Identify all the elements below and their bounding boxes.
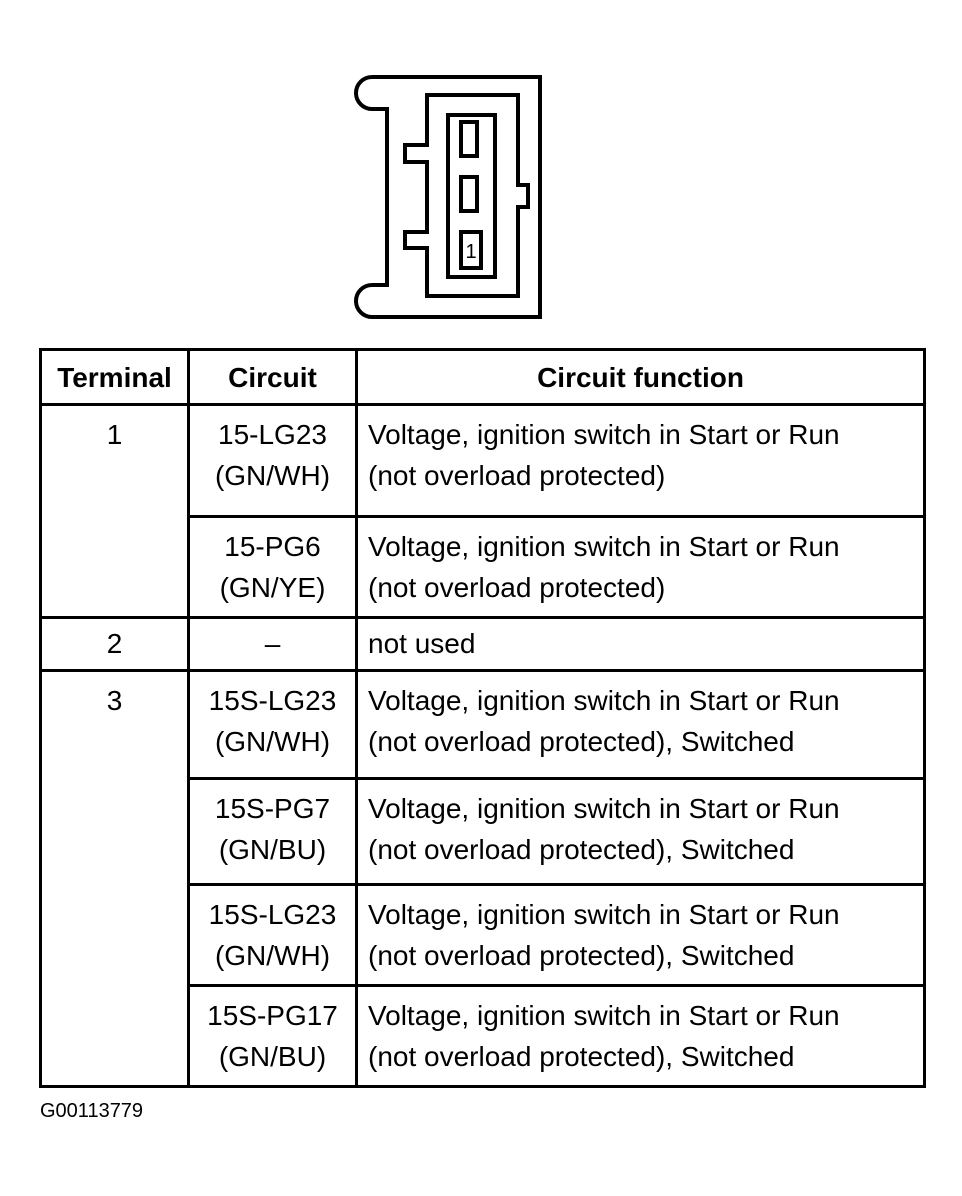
circuit-cell: 15S-PG17 (GN/BU) (187, 984, 358, 1088)
circuit-code: 15-LG23 (218, 419, 327, 450)
connector-inner-cavity (403, 93, 530, 298)
circuit-color: (GN/YE) (219, 572, 326, 603)
circuit-color: (GN/WH) (214, 940, 331, 971)
function-line: (not overload protected), Switched (368, 940, 795, 971)
function-line: Voltage, ignition switch in Start or Run (368, 793, 840, 824)
function-line: not used (368, 628, 476, 659)
table-row: 2 – not used (39, 616, 926, 672)
circuit-color: (GN/WH) (214, 460, 331, 491)
connector-diagram: 1 (354, 75, 542, 319)
function-cell: Voltage, ignition switch in Start or Run… (355, 777, 926, 886)
figure-id: G00113779 (40, 1100, 144, 1122)
function-cell: Voltage, ignition switch in Start or Run… (355, 669, 926, 780)
pin-2-cavity (459, 175, 479, 213)
circuit-color: (GN/BU) (218, 834, 327, 865)
header-circuit: Circuit (187, 348, 358, 406)
circuit-cell: 15S-LG23 (GN/WH) (187, 883, 358, 987)
circuit-cell: – (187, 616, 358, 672)
header-terminal: Terminal (39, 348, 190, 406)
function-cell: Voltage, ignition switch in Start or Run… (355, 515, 926, 619)
function-line: Voltage, ignition switch in Start or Run (368, 419, 840, 450)
circuit-code: 15S-LG23 (208, 899, 337, 930)
table-row: 1 15-LG23 (GN/WH) Voltage, ignition swit… (39, 403, 926, 619)
circuit-cell: 15S-PG7 (GN/BU) (187, 777, 358, 886)
circuit-code: 15S-PG17 (207, 1000, 338, 1031)
table-row: 3 15S-LG23 (GN/WH) Voltage, ignition swi… (39, 669, 926, 1088)
pin-carrier (446, 113, 497, 279)
pin-1-label: 1 (465, 241, 476, 263)
function-cell: Voltage, ignition switch in Start or Run… (355, 984, 926, 1088)
circuit-code: – (264, 628, 281, 659)
function-line: Voltage, ignition switch in Start or Run (368, 531, 840, 562)
terminal-cell: 3 (39, 669, 190, 1088)
table-row: 15S-LG23 (GN/WH) Voltage, ignition switc… (41, 883, 926, 987)
function-cell: not used (355, 616, 926, 672)
circuit-cell: 15-LG23 (GN/WH) (187, 403, 358, 518)
function-line: (not overload protected) (368, 572, 666, 603)
table-header-row: Terminal Circuit Circuit function (39, 348, 926, 406)
function-line: (not overload protected) (368, 460, 666, 491)
function-line: (not overload protected), Switched (368, 1041, 795, 1072)
function-cell: Voltage, ignition switch in Start or Run… (355, 883, 926, 987)
circuit-cell: 15S-LG23 (GN/WH) (187, 669, 358, 780)
function-line: Voltage, ignition switch in Start or Run (368, 1000, 840, 1031)
terminal-cell: 2 (39, 616, 190, 672)
pin-3-cavity (459, 120, 479, 158)
function-line: (not overload protected), Switched (368, 726, 795, 757)
table-row: 15-PG6 (GN/YE) Voltage, ignition switch … (41, 515, 926, 619)
table-row: 15S-PG7 (GN/BU) Voltage, ignition switch… (41, 777, 926, 886)
function-line: Voltage, ignition switch in Start or Run (368, 685, 840, 716)
pin-1-cavity (459, 230, 483, 270)
circuit-cell: 15-PG6 (GN/YE) (187, 515, 358, 619)
circuit-color: (GN/BU) (218, 1041, 327, 1072)
circuit-code: 15S-LG23 (208, 685, 337, 716)
terminal-cell: 1 (39, 403, 190, 619)
function-cell: Voltage, ignition switch in Start or Run… (355, 403, 926, 518)
function-line: (not overload protected), Switched (368, 834, 795, 865)
connector-housing-outline (354, 75, 542, 319)
circuit-code: 15-PG6 (224, 531, 321, 562)
terminal-table: Terminal Circuit Circuit function 1 15-L… (39, 348, 926, 1088)
circuit-color: (GN/WH) (214, 726, 331, 757)
function-line: Voltage, ignition switch in Start or Run (368, 899, 840, 930)
table-row: 15S-PG17 (GN/BU) Voltage, ignition switc… (41, 984, 926, 1088)
circuit-code: 15S-PG7 (214, 793, 331, 824)
header-circuit-function: Circuit function (355, 348, 926, 406)
